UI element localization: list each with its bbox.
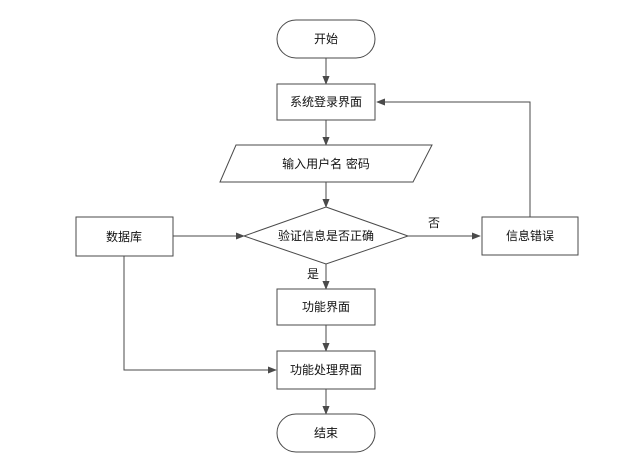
error-label: 信息错误	[506, 228, 554, 243]
login-screen-label: 系统登录界面	[290, 94, 362, 109]
start-node: 开始	[276, 19, 376, 59]
function-screen-label: 功能界面	[302, 300, 350, 314]
verify-decision-node: 验证信息是否正确	[242, 206, 410, 265]
database-label: 数据库	[106, 229, 142, 244]
input-label: 输入用户名 密码	[282, 156, 370, 171]
edge-database-to-process	[123, 256, 277, 374]
login-screen-node: 系统登录界面	[276, 83, 376, 121]
input-node: 输入用户名 密码	[219, 144, 433, 183]
process-screen-label: 功能处理界面	[290, 363, 362, 377]
end-label: 结束	[314, 426, 338, 440]
verify-label: 验证信息是否正确	[278, 228, 374, 243]
edge-error-to-login	[376, 98, 531, 217]
process-screen-node: 功能处理界面	[276, 350, 376, 390]
error-node: 信息错误	[481, 216, 579, 256]
start-label: 开始	[314, 32, 338, 46]
end-node: 结束	[276, 413, 376, 453]
no-edge-label: 否	[428, 216, 440, 230]
yes-edge-label: 是	[307, 267, 319, 281]
database-node: 数据库	[75, 216, 174, 257]
connectors	[123, 58, 531, 415]
function-screen-node: 功能界面	[276, 288, 376, 326]
